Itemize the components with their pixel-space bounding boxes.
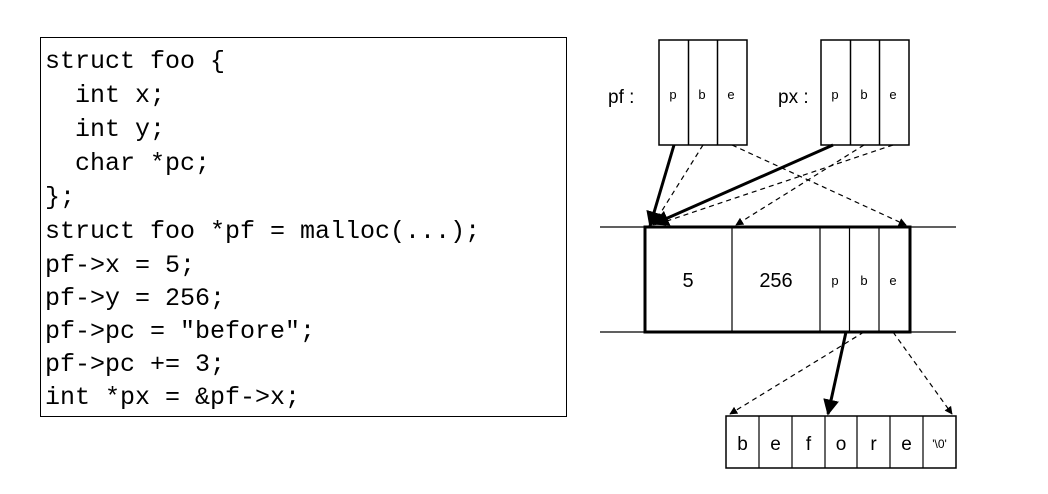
px-field-b: b bbox=[860, 87, 867, 102]
struct-field-x: 5 bbox=[682, 270, 693, 292]
code-line: }; bbox=[45, 183, 76, 212]
px-b-arrow bbox=[735, 144, 865, 226]
struct-pc-field-p: p bbox=[831, 273, 838, 288]
px-label: px : bbox=[778, 87, 809, 108]
pf-p-arrow bbox=[646, 144, 676, 228]
code-line: char *pc; bbox=[45, 149, 211, 178]
string-char: b bbox=[737, 434, 748, 455]
code-line: int y; bbox=[45, 115, 166, 144]
pf-field-p: p bbox=[669, 87, 676, 102]
code-line: struct foo { bbox=[45, 47, 226, 76]
struct-field-y: 256 bbox=[759, 270, 792, 292]
code-line: int x; bbox=[45, 81, 166, 110]
struct-pc-field-e: e bbox=[889, 273, 896, 288]
code-line: pf->pc += 3; bbox=[45, 350, 226, 379]
string-char: f bbox=[806, 434, 812, 455]
string-char: r bbox=[870, 434, 877, 455]
code-line: pf->y = 256; bbox=[45, 284, 226, 313]
pf-b-arrow bbox=[652, 144, 704, 226]
px-e-arrow bbox=[657, 144, 894, 226]
string-char: e bbox=[901, 434, 912, 455]
struct-pc-field-b: b bbox=[860, 273, 867, 288]
px-p-arrow bbox=[652, 143, 834, 226]
pf-label: pf : bbox=[608, 87, 634, 108]
code-listing: struct foo { int x; int y; char *pc; }; … bbox=[40, 37, 567, 417]
pf-e-arrow bbox=[731, 144, 907, 226]
string-null-terminator: '\0' bbox=[932, 437, 947, 451]
pf-field-b: b bbox=[698, 87, 705, 102]
px-field-p: p bbox=[831, 87, 838, 102]
code-line: struct foo *pf = malloc(...); bbox=[45, 217, 481, 246]
string-char: e bbox=[770, 434, 781, 455]
px-pointer-box: p b e bbox=[820, 39, 910, 146]
code-line: pf->pc = "before"; bbox=[45, 317, 316, 346]
px-field-e: e bbox=[889, 87, 896, 102]
pc-e-arrow bbox=[892, 331, 953, 415]
string-char: o bbox=[836, 434, 847, 455]
pf-field-e: e bbox=[727, 87, 734, 102]
code-line: pf->x = 5; bbox=[45, 251, 196, 280]
pc-b-arrow bbox=[729, 331, 865, 415]
code-line: int *px = &pf->x; bbox=[45, 383, 301, 412]
pf-pointer-box: p b e bbox=[658, 39, 748, 146]
pc-p-arrow bbox=[823, 331, 848, 416]
struct-foo-block: 5 256 p b e bbox=[643, 225, 912, 334]
string-block: b e f o r e '\0' bbox=[725, 415, 957, 469]
